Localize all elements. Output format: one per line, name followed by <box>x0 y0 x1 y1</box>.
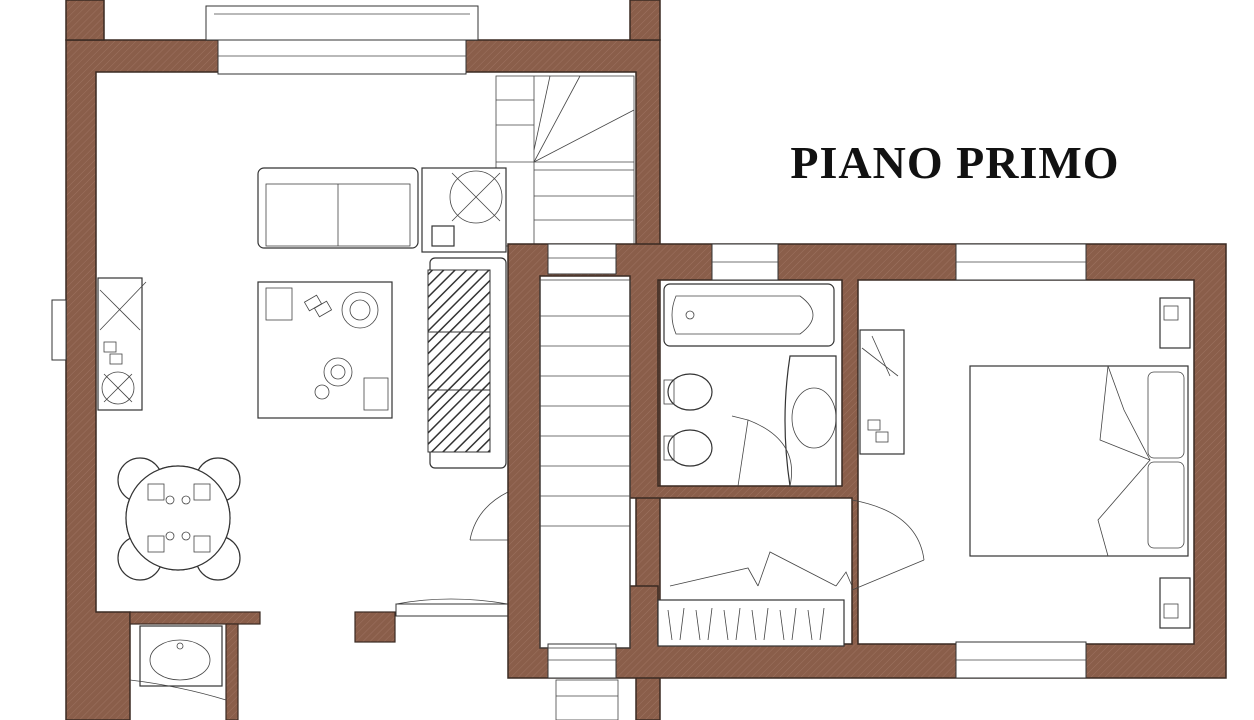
armchair-fan <box>421 167 507 253</box>
nightstands <box>1159 297 1191 629</box>
sofa-right-hatched <box>427 257 507 469</box>
small-bathroom <box>129 625 227 701</box>
dining-table <box>117 457 241 581</box>
bathroom-fixtures <box>663 283 837 487</box>
sofa-top <box>257 167 419 249</box>
living-door <box>395 491 509 617</box>
living-room-walls <box>51 0 661 720</box>
left-desk <box>97 277 147 411</box>
bedroom-desk <box>859 329 905 455</box>
hallway-doors <box>669 499 925 591</box>
double-bed <box>969 365 1189 557</box>
wardrobe <box>657 599 845 647</box>
staircase-upper <box>495 75 635 247</box>
staircase-lower <box>539 279 631 720</box>
right-block-windows <box>547 243 1087 679</box>
floor-title: PIANO PRIMO <box>790 137 1120 188</box>
coffee-table <box>257 281 393 419</box>
living-room-top-window <box>205 5 479 75</box>
